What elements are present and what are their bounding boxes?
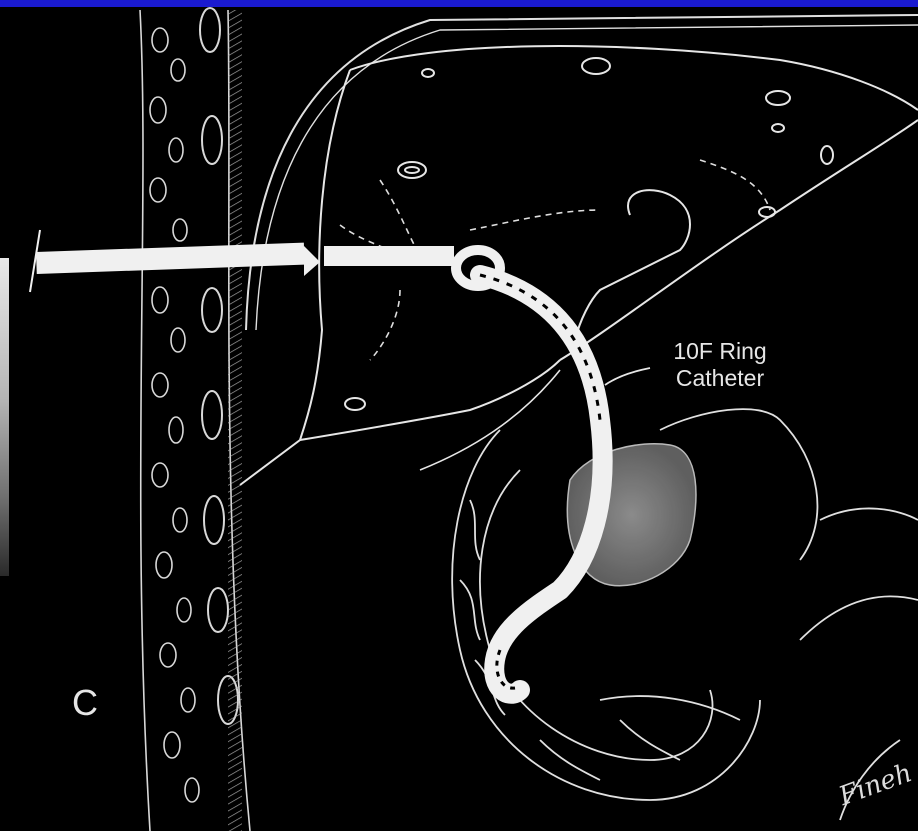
catheter-label-line2: Catheter — [655, 365, 785, 392]
catheter-label: 10F Ring Catheter — [655, 338, 785, 392]
wall-hatched-band — [228, 10, 242, 831]
peritoneal-line — [246, 15, 918, 330]
label-leader-line — [605, 368, 650, 385]
panel-letter: C — [72, 682, 98, 724]
catheter-label-line1: 10F Ring — [655, 338, 785, 365]
wall-cells — [150, 28, 199, 802]
ring-catheter — [30, 230, 603, 694]
gallbladder — [575, 190, 690, 340]
